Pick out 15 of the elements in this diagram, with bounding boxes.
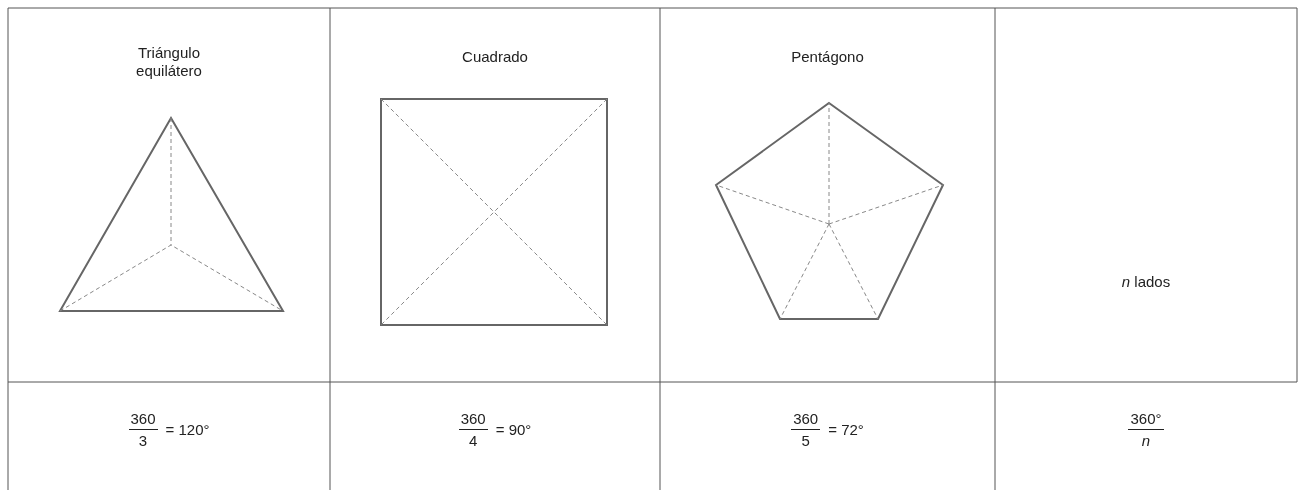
fraction-denominator: 4: [469, 431, 478, 449]
header-text: Cuadrado: [461, 48, 529, 66]
header-text: Pentágono: [790, 48, 865, 66]
header-text: n lados: [1120, 273, 1172, 291]
fraction-numerator: 360: [458, 410, 488, 430]
fraction-numerator: 360°: [1128, 410, 1164, 430]
fraction-denominator: 3: [138, 431, 148, 449]
fraction-denominator: 5: [801, 431, 810, 449]
fraction-numerator: 360: [128, 410, 158, 430]
angle-result: = 72°: [828, 421, 864, 438]
angle-result: = 120°: [165, 421, 210, 438]
header-text: Triángulo equilátero: [135, 44, 203, 80]
fraction-denominator: n: [1141, 431, 1151, 449]
angle-result: = 90°: [495, 421, 532, 438]
fraction-numerator: 360: [791, 410, 821, 430]
